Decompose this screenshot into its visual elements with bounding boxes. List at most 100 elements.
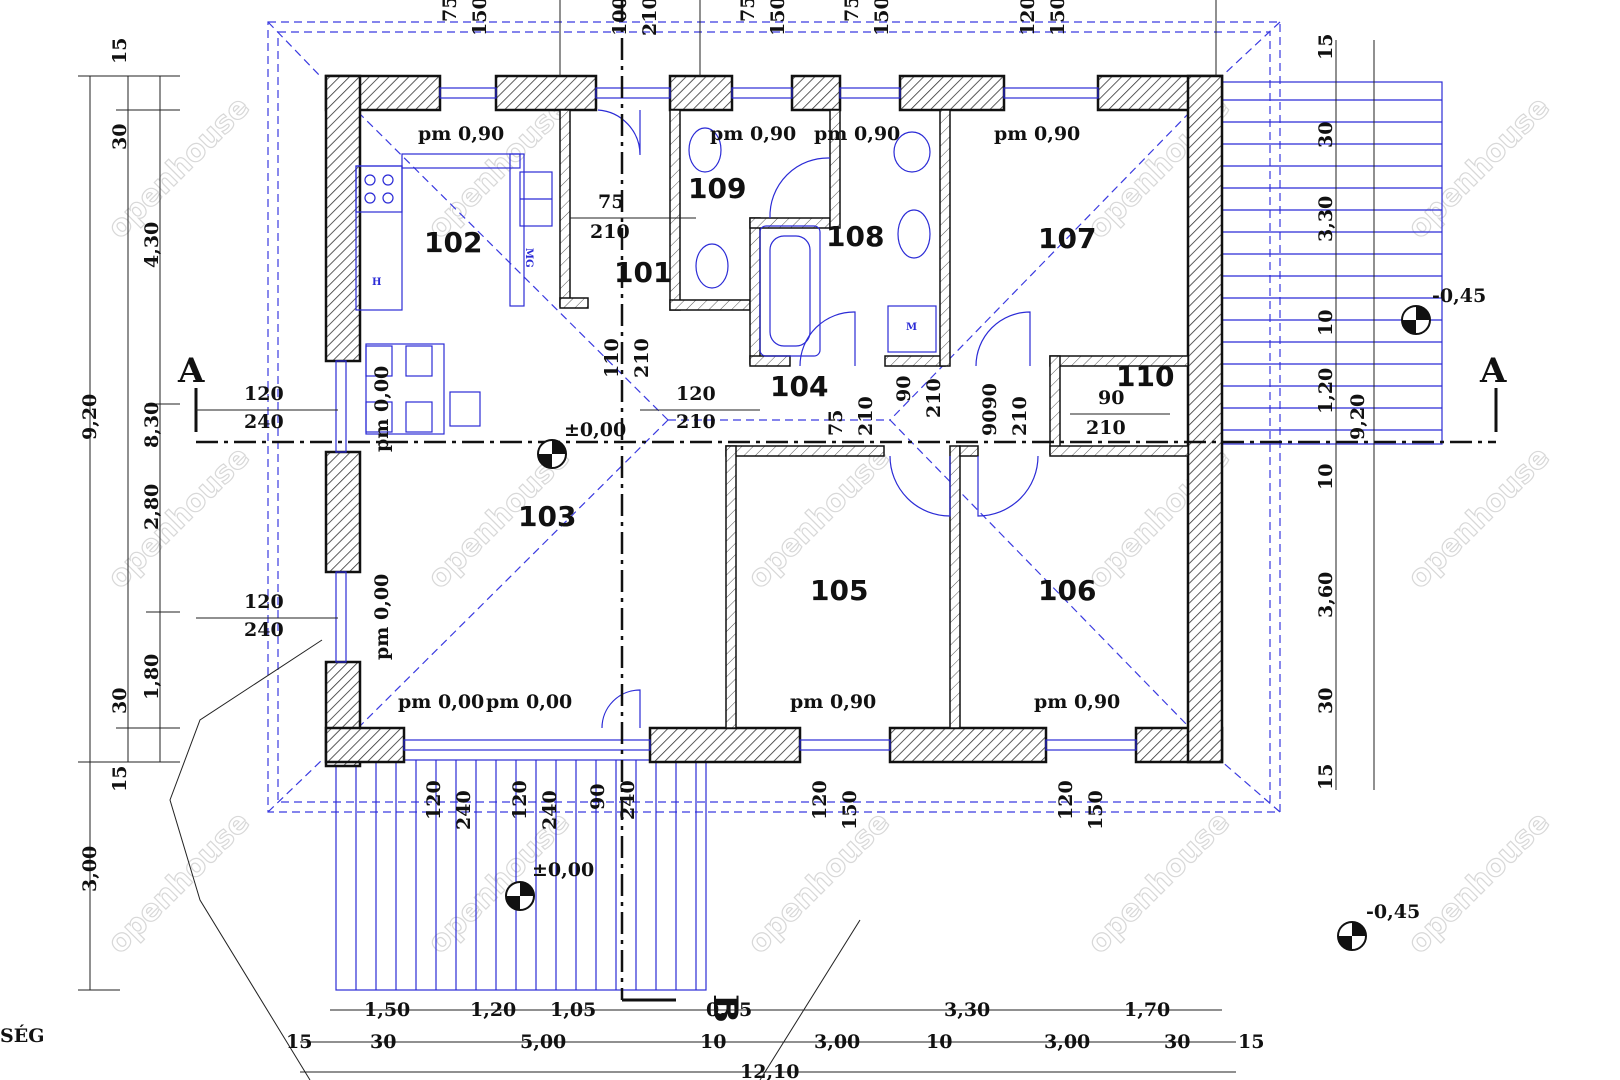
watermark-text: openhouse: [741, 805, 897, 961]
dim-label: 1,80: [141, 654, 163, 700]
dim-label: 15: [1315, 764, 1337, 790]
watermark-text: openhouse: [101, 440, 257, 596]
dim-label: 150: [469, 0, 491, 36]
fridge-label: H: [372, 277, 381, 288]
dim-label: 240: [539, 790, 561, 830]
dim-label: 240: [244, 619, 284, 641]
window-note: pm 0,00: [398, 691, 484, 713]
dishwasher-label: MG: [523, 248, 534, 268]
site-lines: SÉG: [0, 0, 1217, 1080]
dim-label: 9,20: [1347, 394, 1369, 440]
dim-label: 150: [1047, 0, 1069, 36]
dim-label: 15: [109, 766, 131, 792]
dim-label: 90: [1098, 387, 1124, 409]
opening-dimensions: 75 150 100 210 75 150 75 150 120 150 75 …: [196, 0, 1170, 830]
level-label: -0,45: [1366, 901, 1420, 923]
dim-label: 15: [1238, 1031, 1264, 1053]
dim-label: 150: [871, 0, 893, 36]
dim-label: 90: [893, 376, 915, 402]
window-note: pm 0,90: [710, 123, 796, 145]
room-109-label: 109: [688, 172, 746, 205]
room-107-label: 107: [1038, 222, 1096, 255]
watermark-text: openhouse: [1401, 440, 1557, 596]
dim-label: 240: [617, 780, 639, 820]
dim-label: 9090: [979, 383, 1001, 436]
dim-label: 30: [1315, 122, 1337, 148]
dim-label: 120: [244, 591, 284, 613]
windows: [335, 87, 1137, 751]
dim-label: 240: [244, 411, 284, 433]
window-note: pm 0,90: [994, 123, 1080, 145]
window-notes: pm 0,90 pm 0,90 pm 0,90 pm 0,90 pm 0,00 …: [371, 123, 1120, 713]
dim-label: 120: [244, 383, 284, 405]
dim-label: 120: [509, 780, 531, 820]
exterior-walls: [324, 74, 1224, 768]
right-dimension-chain: 15 30 3,30 10 1,20 9,20 10 3,60 30 15: [1315, 34, 1375, 790]
dim-label: 10: [700, 1031, 726, 1053]
dim-label: 2,80: [141, 484, 163, 530]
dim-label: 100: [609, 0, 631, 36]
dim-label: 30: [109, 688, 131, 714]
dim-label: 210: [1009, 396, 1031, 436]
watermark-text: openhouse: [741, 440, 897, 596]
dim-label: 75: [841, 0, 863, 22]
dim-label: 240: [453, 790, 475, 830]
dim-label: 210: [676, 411, 716, 433]
window-note: pm 0,90: [1034, 691, 1120, 713]
dim-label: 30: [370, 1031, 396, 1053]
dim-label: 12,10: [740, 1061, 800, 1080]
dim-label: 3,60: [1315, 572, 1337, 618]
level-markers: ±0,00 ±0,00 -0,45 -0,45: [505, 285, 1486, 951]
dim-label: 3,00: [814, 1031, 860, 1053]
dim-label: 150: [839, 790, 861, 830]
room-110-label: 110: [1116, 360, 1174, 393]
dim-label: 210: [639, 0, 661, 36]
dim-label: 3,30: [1315, 196, 1337, 242]
dim-label: 3,00: [1044, 1031, 1090, 1053]
section-a-left-label: A: [177, 351, 205, 391]
dim-label: 9,20: [79, 394, 101, 440]
room-108-label: 108: [826, 220, 884, 253]
dim-label: 210: [1086, 417, 1126, 439]
dim-label: 210: [923, 378, 945, 418]
dim-label: 1,05: [550, 999, 596, 1021]
dim-label: 8,30: [141, 402, 163, 448]
roof-outline: [267, 21, 1281, 813]
dim-label: 110: [601, 338, 623, 378]
dim-label: 90: [587, 784, 609, 810]
dim-label: 75: [737, 0, 759, 22]
room-103-label: 103: [518, 500, 576, 533]
dim-label: 4,30: [141, 222, 163, 268]
section-a-right-label: A: [1479, 351, 1507, 391]
watermark-text: openhouse: [101, 90, 257, 246]
interior-walls: [559, 109, 1189, 729]
dim-label: 120: [809, 780, 831, 820]
room-106-label: 106: [1038, 574, 1096, 607]
dim-label: 15: [286, 1031, 312, 1053]
dim-label: 120: [423, 780, 445, 820]
dim-label: 210: [631, 338, 653, 378]
dim-label: 1,20: [470, 999, 516, 1021]
dim-label: 75: [439, 0, 461, 22]
washer-label: M: [906, 322, 917, 333]
level-label: ±0,00: [564, 419, 626, 441]
bottom-dimension-chain: 1,50 1,20 1,05 0,05 3,30 1,70 15 30 5,00…: [286, 999, 1264, 1080]
dim-label: 30: [109, 124, 131, 150]
window-note: pm 0,90: [814, 123, 900, 145]
window-note: pm 0,90: [790, 691, 876, 713]
dim-label: 120: [676, 383, 716, 405]
dim-label: 5,00: [520, 1031, 566, 1053]
dim-label: 30: [1164, 1031, 1190, 1053]
room-105-label: 105: [810, 574, 868, 607]
dim-label: 1,50: [364, 999, 410, 1021]
room-101-label: 101: [614, 256, 672, 289]
dim-label: 120: [1017, 0, 1039, 36]
dim-label: 1,70: [1124, 999, 1170, 1021]
watermark-text: openhouse: [1401, 90, 1557, 246]
section-lines: A A B: [177, 0, 1507, 1023]
dim-label: 210: [855, 396, 877, 436]
watermark-text: openhouse: [1401, 805, 1557, 961]
dim-label: 30: [1315, 688, 1337, 714]
dim-label: 3,00: [79, 846, 101, 892]
